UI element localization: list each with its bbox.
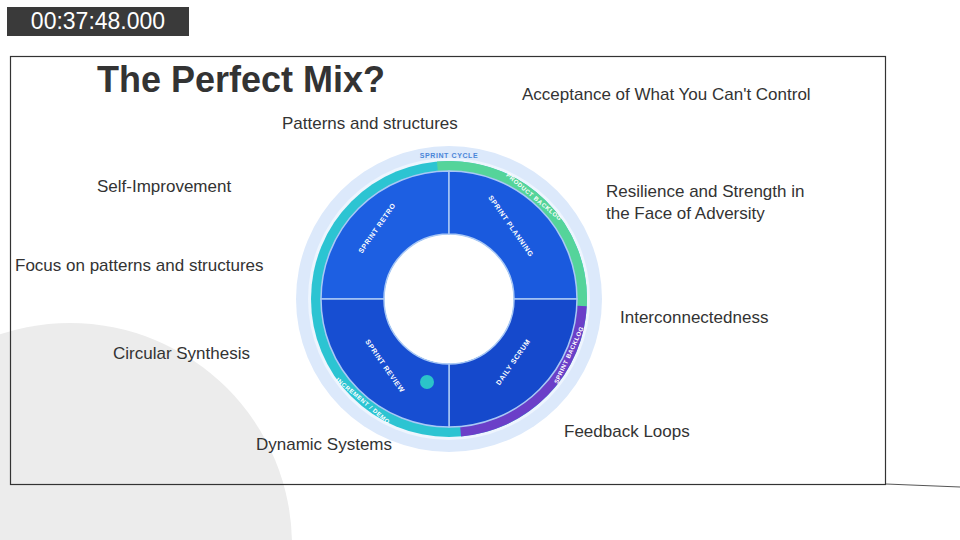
concept-label: Patterns and structures xyxy=(282,114,458,134)
quadrant-sector xyxy=(449,171,577,299)
concept-label: Feedback Loops xyxy=(564,422,690,442)
quadrant-shape xyxy=(321,171,449,299)
progress-dot xyxy=(420,375,434,389)
concept-label: Focus on patterns and structures xyxy=(15,256,264,276)
concept-label: Dynamic Systems xyxy=(256,435,392,455)
cycle-quadrant: SPRINT REVIEW xyxy=(321,299,449,427)
quadrant-sector xyxy=(449,299,577,427)
concept-label: Resilience and Strength in the Face of A… xyxy=(606,181,816,225)
concept-label: Self-Improvement xyxy=(97,177,231,197)
timestamp: 00:37:48.000 xyxy=(7,7,189,36)
cycle-halo xyxy=(296,146,602,452)
slide-title: The Perfect Mix? xyxy=(97,59,385,101)
ring-label: SPRINT CYCLE xyxy=(420,152,479,159)
cycle-ring xyxy=(311,161,587,437)
ring-label: SPRINT BACKLOG xyxy=(553,325,585,384)
cycle-quadrant: SPRINT RETRO xyxy=(321,171,449,299)
concept-label: Interconnectedness xyxy=(620,308,768,328)
quadrant-sector xyxy=(321,299,449,427)
background-circle xyxy=(0,323,292,540)
concept-label: Acceptance of What You Can't Control xyxy=(522,85,811,105)
quadrant-sector xyxy=(321,171,449,299)
slide-border xyxy=(11,57,886,485)
edge-line xyxy=(886,484,960,487)
concept-label: Circular Synthesis xyxy=(113,344,250,364)
cycle-halo-inner xyxy=(308,158,590,440)
cycle-quadrant: SPRINT PLANNING xyxy=(449,171,577,299)
ring-label: INCREMENT / DEMO xyxy=(335,377,391,425)
cycle-quadrant: DAILY SCRUM xyxy=(449,299,577,427)
ring-label: PRODUCT BACKLOG xyxy=(505,172,563,222)
